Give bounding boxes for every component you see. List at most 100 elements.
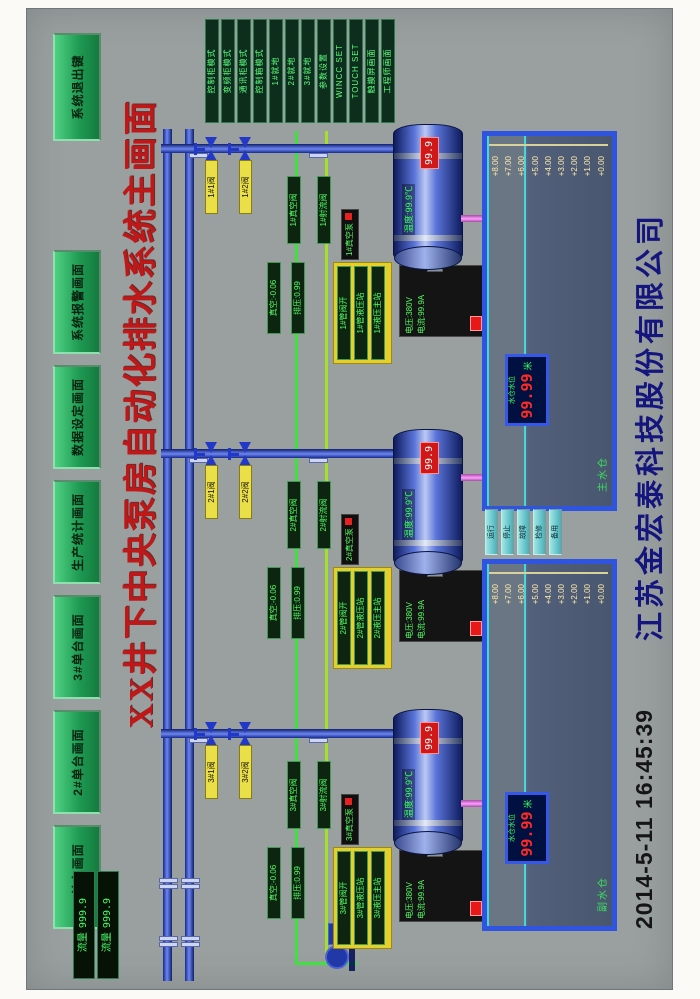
- legend-button[interactable]: 运行: [485, 509, 498, 555]
- jet-valve-status: 1#射流阀: [317, 176, 331, 244]
- current-readout: 电流:99.9A: [417, 294, 426, 334]
- mode-button[interactable]: 通讯柜模式: [237, 19, 251, 123]
- level-scale-label: +5.00: [530, 584, 540, 605]
- alarm-dot: [345, 213, 352, 221]
- mode-button[interactable]: 2#就地: [285, 19, 299, 123]
- motor-band: [394, 540, 462, 546]
- level-scale-ruler: [489, 572, 608, 574]
- pump-motor-body[interactable]: 温度:99.9℃ 99.9: [393, 709, 463, 855]
- pump-motor-body[interactable]: 温度:99.9℃ 99.9: [393, 124, 463, 270]
- motor-end-cap: [394, 551, 462, 575]
- level-scale: +8.00+7.00+6.00+5.00+4.00+3.00+2.00+1.00…: [489, 574, 608, 618]
- pressure-gauge-readout: 排压:0.99: [291, 847, 305, 919]
- mode-button[interactable]: 参数设置: [317, 19, 331, 123]
- mode-button[interactable]: 1#就地: [269, 19, 283, 123]
- voltage-readout: 电压:380V: [405, 882, 414, 919]
- voltage-readout: 电压:380V: [405, 297, 414, 334]
- legend-button[interactable]: 备用: [549, 509, 562, 555]
- mode-button[interactable]: 变频柜模式: [221, 19, 235, 123]
- nav-pump2-screen-button[interactable]: 2#单台画面: [53, 710, 101, 814]
- vacuum-gauge-readout: 真空:-0.06: [267, 567, 281, 639]
- system-exit-button[interactable]: 系统退出键: [53, 33, 101, 141]
- mode-button[interactable]: WINCC SET: [333, 19, 347, 123]
- alarm-dot: [345, 518, 352, 526]
- current-readout: 电流:99.9A: [417, 599, 426, 639]
- water-surface-line: [524, 136, 526, 506]
- valve-tag: 3#1阀: [205, 745, 218, 799]
- motor-control-cabinet[interactable]: 电压:380V 电流:99.9A: [399, 265, 489, 337]
- water-surface-line: [524, 564, 526, 926]
- gate-valve-icon[interactable]: [228, 722, 253, 746]
- nav-pump3-screen-button[interactable]: 3#单台画面: [53, 595, 101, 699]
- mode-button[interactable]: 控制柜模式: [205, 19, 219, 123]
- status-legend: 运行停止故障检修备用: [485, 509, 565, 555]
- temperature-readout: 温度:99.9℃: [402, 768, 415, 820]
- level-scale-label: +2.00: [570, 156, 580, 177]
- motor-control-cabinet[interactable]: 电压:380V 电流:99.9A: [399, 850, 489, 922]
- mode-button[interactable]: TOUCH SET: [349, 19, 363, 123]
- level-scale-label: +6.00: [517, 156, 527, 177]
- vacuum-valve-status: 3#真空阀: [287, 761, 301, 829]
- motor-end-cap: [394, 246, 462, 270]
- hydraulic-status-row: 3#管阀开: [337, 851, 351, 945]
- legend-button[interactable]: 检修: [533, 509, 546, 555]
- mode-button[interactable]: 工程师画面: [381, 19, 395, 123]
- water-sump-secondary: +8.00+7.00+6.00+5.00+4.00+3.00+2.00+1.00…: [482, 559, 617, 931]
- level-scale-label: +3.00: [556, 156, 566, 177]
- level-scale-label: +8.00: [491, 156, 500, 177]
- vacuum-gauge-readout: 真空:-0.06: [267, 847, 281, 919]
- hmi-screen: 1#单台画面 2#单台画面 3#单台画面 生产统计画面 数据设定画面 系统报警画…: [26, 7, 673, 991]
- alarm-dot: [345, 798, 352, 806]
- page-title: XX井下中央泵房自动化排水系统主画面: [123, 99, 160, 729]
- water-level-display: 水仓水位 99.99米: [505, 792, 549, 864]
- pump-motor-body[interactable]: 温度:99.9℃ 99.9: [393, 429, 463, 575]
- pressure-gauge-readout: 排压:0.99: [291, 567, 305, 639]
- pipe-flange: [309, 458, 328, 463]
- valve-tag: 2#2阀: [239, 465, 252, 519]
- vacuum-pump-status: 3#真空泵: [341, 794, 359, 845]
- temperature-readout: 温度:99.9℃: [402, 488, 415, 540]
- mode-button[interactable]: 触摸屏画面: [365, 19, 379, 123]
- hydraulic-status-row: 1#管液压站: [354, 266, 368, 360]
- mode-button[interactable]: 控制箱模式: [253, 19, 267, 123]
- level-scale: +8.00+7.00+6.00+5.00+4.00+3.00+2.00+1.00…: [489, 146, 608, 190]
- motor-control-cabinet[interactable]: 电压:380V 电流:99.9A: [399, 570, 489, 642]
- datetime-display: 2014-5-11 16:45:39: [631, 708, 657, 929]
- temperature-value-box: 99.9: [420, 137, 439, 169]
- temperature-value-box: 99.9: [420, 442, 439, 474]
- voltage-readout: 电压:380V: [405, 602, 414, 639]
- vacuum-pump-status: 1#真空泵: [341, 209, 359, 260]
- nav-data-setting-button[interactable]: 数据设定画面: [53, 365, 101, 469]
- gate-valve-icon[interactable]: [194, 442, 219, 466]
- nav-production-stats-button[interactable]: 生产统计画面: [53, 480, 101, 584]
- level-scale-label: +4.00: [543, 156, 553, 177]
- gate-valve-icon[interactable]: [194, 722, 219, 746]
- legend-button[interactable]: 故障: [517, 509, 530, 555]
- vacuum-valve-status: 2#真空阀: [287, 481, 301, 549]
- gate-valve-icon[interactable]: [228, 442, 253, 466]
- current-readout: 电流:99.9A: [417, 879, 426, 919]
- valve-tag: 1#2阀: [239, 160, 252, 214]
- water-level-display: 水仓水位 99.99米: [505, 354, 549, 426]
- pipe-flange: [309, 738, 328, 743]
- level-scale-label: +7.00: [504, 584, 514, 605]
- nav-alarm-screen-button[interactable]: 系统报警画面: [53, 250, 101, 354]
- gate-valve-icon[interactable]: [228, 137, 253, 161]
- level-scale-label: +8.00: [491, 584, 500, 605]
- vacuum-pump-status: 2#真空泵: [341, 514, 359, 565]
- jet-valve-status: 2#射流阀: [317, 481, 331, 549]
- run-indicator-lamp: [470, 901, 482, 916]
- run-indicator-lamp: [470, 621, 482, 636]
- level-scale-label: +3.00: [556, 584, 566, 605]
- flow-meter-main1: 流量999.9: [73, 871, 95, 979]
- motor-band: [394, 820, 462, 826]
- mode-button[interactable]: 3#就地: [301, 19, 315, 123]
- legend-button[interactable]: 停止: [501, 509, 514, 555]
- gate-valve-icon[interactable]: [194, 137, 219, 161]
- vacuum-gauge-readout: 真空:-0.06: [267, 262, 281, 334]
- level-scale-label: +7.00: [504, 156, 514, 177]
- tank-name-label: 副水仓: [598, 876, 609, 912]
- hydraulic-status-row: 3#管液压站: [354, 851, 368, 945]
